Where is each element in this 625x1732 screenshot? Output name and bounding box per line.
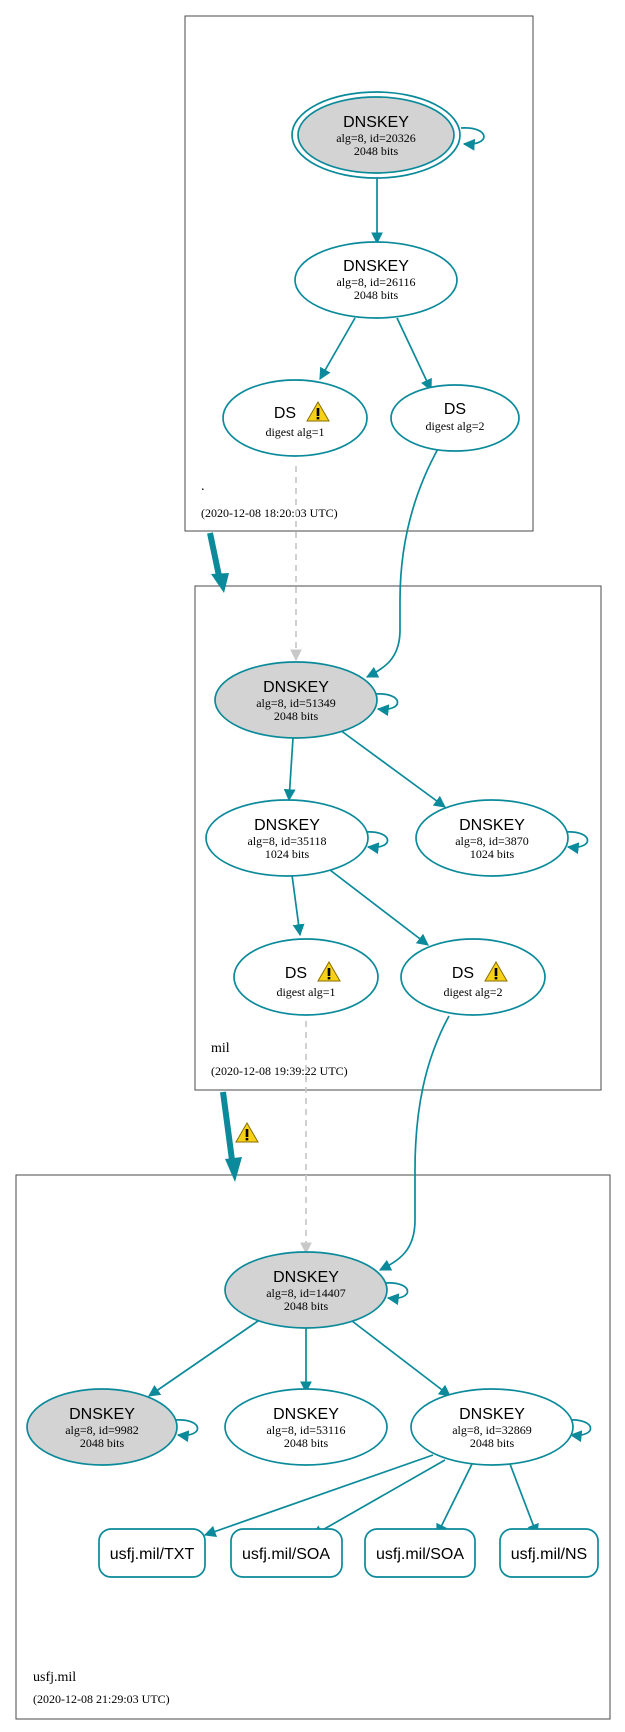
node-detail: alg=8, id=26116 [336,275,415,289]
node-root-ds1: DS digest alg=1 [222,379,368,457]
edge-mil-zsk1-to-ds1 [291,874,305,937]
node-title: DS [452,965,474,982]
node-detail: 2048 bits [284,1299,329,1313]
node-detail: 2048 bits [354,288,399,302]
edge-root-zsk-to-ds2 [396,317,432,392]
node-usfj-ksk: DNSKEY alg=8, id=14407 2048 bits [224,1251,388,1329]
node-detail: digest alg=2 [425,419,484,433]
node-title: DNSKEY [343,258,409,275]
zone-timestamp-mil: (2020-12-08 19:39:22 UTC) [211,1064,348,1078]
selfloop-usfj-9982 [174,1419,199,1443]
node-detail: 1024 bits [470,847,515,861]
edge-usfj-32869-to-soa2 [436,1463,473,1537]
node-usfj-32869: DNSKEY alg=8, id=32869 2048 bits [410,1388,574,1466]
warning-icon [235,1122,259,1143]
rrset-usfj-soa-1: usfj.mil/SOA [230,1528,343,1578]
node-mil-ksk: DNSKEY alg=8, id=51349 2048 bits [214,661,378,739]
node-title: DNSKEY [69,1406,135,1423]
node-mil-ds1: DS digest alg=1 [233,938,379,1016]
edge-mil-ksk-to-zsk2 [339,729,446,808]
node-title: DNSKEY [263,679,329,696]
node-detail: alg=8, id=53116 [266,1423,345,1437]
node-title: DNSKEY [273,1406,339,1423]
selfloop-usfj-32869 [567,1419,592,1443]
node-detail: digest alg=2 [443,985,502,999]
node-title: DNSKEY [459,1406,525,1423]
selfloop-root-ksk [460,127,485,151]
node-usfj-53116: DNSKEY alg=8, id=53116 2048 bits [224,1388,388,1466]
zone-name-root: . [201,479,205,494]
node-detail: alg=8, id=32869 [452,1423,532,1437]
node-title: DNSKEY [254,817,320,834]
node-title: DNSKEY [343,114,409,131]
node-detail: alg=8, id=35118 [247,834,326,848]
node-detail: 2048 bits [80,1436,125,1450]
node-detail: 2048 bits [274,709,319,723]
edge-mil-ksk-to-zsk1 [283,737,296,802]
zone-timestamp-usfj: (2020-12-08 21:29:03 UTC) [33,1692,170,1706]
node-detail: alg=8, id=51349 [256,696,336,710]
edge-root-ds2-to-mil-ksk [365,446,440,678]
node-mil-zsk1: DNSKEY alg=8, id=35118 1024 bits [205,799,369,877]
node-detail: 1024 bits [265,847,310,861]
node-detail: 2048 bits [284,1436,329,1450]
node-title: DNSKEY [459,817,525,834]
node-title: DNSKEY [273,1269,339,1286]
node-root-zsk: DNSKEY alg=8, id=26116 2048 bits [294,241,458,319]
rrset-label: usfj.mil/NS [511,1546,587,1563]
rrset-usfj-soa-2: usfj.mil/SOA [364,1528,476,1578]
rrset-usfj-txt: usfj.mil/TXT [98,1528,206,1578]
node-title: DS [274,405,296,422]
edge-root-zsk-to-ds1 [319,317,356,381]
zone-box-usfj [15,1174,611,1720]
delegation-arrow-mil-to-usfj [220,1091,235,1161]
edge-usfj-32869-to-ns [509,1463,539,1537]
rrset-label: usfj.mil/TXT [110,1546,195,1563]
selfloop-mil-zsk1 [364,831,389,855]
edge-usfj-32869-to-soa1 [310,1459,446,1537]
node-usfj-9982: DNSKEY alg=8, id=9982 2048 bits [26,1388,178,1466]
edge-mil-zsk1-to-ds2 [329,869,429,946]
rrset-label: usfj.mil/SOA [376,1546,464,1563]
delegation-arrow-root-to-mil [207,532,222,577]
node-detail: 2048 bits [470,1436,515,1450]
node-root-ksk: DNSKEY alg=8, id=20326 2048 bits [291,91,461,179]
edge-usfj-32869-to-txt [203,1454,434,1538]
rrset-usfj-ns: usfj.mil/NS [499,1528,599,1578]
zone-name-usfj: usfj.mil [33,1670,76,1685]
node-detail: digest alg=1 [276,985,335,999]
node-mil-ds2: DS digest alg=2 [400,938,546,1016]
zone-timestamp-root: (2020-12-08 18:20:03 UTC) [201,506,338,520]
rrset-label: usfj.mil/SOA [242,1546,330,1563]
node-detail: alg=8, id=14407 [266,1286,346,1300]
delegation-arrowhead-mil-to-usfj [225,1157,242,1182]
node-detail: alg=8, id=3870 [455,834,529,848]
zone-box-root [184,15,534,532]
zone-name-mil: mil [211,1041,230,1056]
node-detail: alg=8, id=9982 [65,1423,139,1437]
selfloop-mil-zsk2 [564,831,589,855]
node-mil-zsk2: DNSKEY alg=8, id=3870 1024 bits [415,799,569,877]
node-detail: digest alg=1 [265,425,324,439]
node-title: DS [285,965,307,982]
node-detail: alg=8, id=20326 [336,131,416,145]
edge-mil-ds2-to-usfj-ksk [378,1015,450,1271]
node-detail: 2048 bits [354,144,399,158]
selfloop-usfj-ksk [384,1282,409,1306]
node-root-ds2: DS digest alg=2 [390,384,520,452]
zone-box-mil [194,585,602,1091]
edge-usfj-ksk-to-9982 [148,1320,259,1397]
node-title: DS [444,401,466,418]
edge-usfj-ksk-to-32869 [351,1320,451,1397]
selfloop-mil-ksk [374,693,399,717]
delegation-arrowhead-root-to-mil [211,573,229,593]
